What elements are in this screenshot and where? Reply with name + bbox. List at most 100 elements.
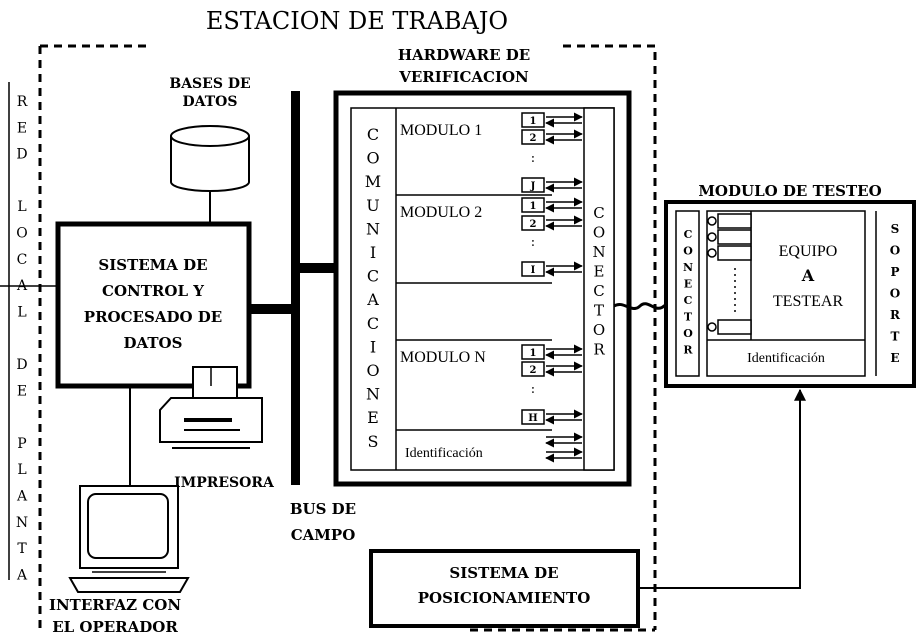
module-n-port-label: H: [528, 413, 537, 424]
comms-letter-5: I: [370, 243, 376, 262]
plant-network-letter-8: L: [17, 304, 26, 320]
support-letter-6: E: [890, 351, 899, 365]
test-cable: [613, 302, 672, 311]
module-1-port-box: [521, 177, 545, 193]
comms-letter-7: A: [366, 290, 379, 309]
hw-connector-letter-5: T: [594, 302, 604, 320]
module-1-port-label: 1: [530, 116, 537, 127]
control-system-line-2: CONTROL Y: [102, 282, 204, 300]
module-2-port-label: 1: [530, 201, 537, 212]
test-connector-letter-3: E: [684, 278, 692, 291]
comms-letter-8: C: [367, 314, 379, 333]
verification-hardware-inner: [350, 107, 615, 471]
equipment-port-box: [717, 245, 752, 261]
field-bus-label-2: CAMPO: [291, 526, 356, 544]
hardware-label-1: HARDWARE DE: [398, 46, 530, 64]
positioning-system-box: [369, 549, 640, 628]
comms-letter-3: U: [366, 196, 379, 215]
plant-network-letter-10: D: [16, 357, 27, 373]
module-2-port-box: [521, 215, 545, 231]
printer-icon: [159, 366, 263, 449]
module-n-port-ellipsis: :: [531, 382, 535, 397]
test-connector-letter-6: O: [683, 327, 693, 340]
test-connector-letter-1: O: [683, 245, 693, 258]
hardware-label-2: VERIFICACION: [398, 68, 529, 86]
comms-letter-13: S: [368, 432, 379, 451]
comms-letter-2: M: [365, 172, 381, 191]
test-module-label: MODULO DE TESTEO: [698, 182, 881, 200]
support-letter-4: R: [890, 308, 901, 322]
plant-network-letter-16: N: [16, 515, 28, 531]
support-letter-1: O: [890, 244, 900, 258]
comms-letter-4: N: [366, 219, 380, 238]
equipment-port-box: [717, 229, 752, 245]
diagram-title: ESTACION DE TRABAJO: [206, 7, 508, 35]
support-letter-2: P: [890, 265, 899, 279]
plant-network-letter-5: O: [16, 226, 27, 242]
test-connector-letter-5: T: [684, 311, 693, 324]
support-letter-0: S: [891, 222, 900, 236]
operator-label-2: EL OPERADOR: [52, 618, 178, 635]
module-2-port-box: [521, 261, 545, 277]
hw-identification-label: Identificación: [405, 446, 483, 461]
hw-connector-letter-4: C: [593, 282, 604, 300]
database-label-1: BASES DE: [169, 76, 250, 92]
plant-network-letter-18: A: [16, 567, 28, 583]
module-1-label: MODULO 1: [400, 122, 482, 139]
plant-network-letter-4: L: [17, 199, 26, 215]
module-n-port-label: 2: [530, 365, 537, 376]
test-connector: [675, 210, 700, 377]
control-system-line-3: PROCESADO DE: [84, 308, 222, 326]
module-n-port-box: [521, 361, 545, 377]
module-1-port-ellipsis: :: [531, 151, 535, 166]
operator-terminal-icon: [68, 485, 190, 593]
hw-connector: [583, 107, 615, 471]
module-1-port-box: [521, 129, 545, 145]
module-n-port-box: [521, 344, 545, 360]
plant-network-letter-2: D: [16, 147, 27, 163]
operator-label-1: INTERFAZ CON: [49, 596, 181, 614]
module-n-port-label: 1: [530, 348, 537, 359]
support-letter-5: T: [891, 330, 900, 344]
test-connector-letter-4: C: [684, 294, 693, 307]
printer-label: IMPRESORA: [174, 475, 275, 491]
control-system-line-1: SISTEMA DE: [98, 256, 207, 274]
database-label-2: DATOS: [183, 94, 238, 110]
equipment-label-1: EQUIPO: [779, 243, 838, 260]
module-1-port-label: 2: [530, 133, 537, 144]
equipment-port-pin: [707, 248, 717, 258]
equipment-ports: [707, 213, 752, 335]
hw-connector-letter-3: E: [594, 263, 605, 281]
comms-letter-6: C: [367, 267, 379, 286]
equipment-port-pin: [707, 216, 717, 226]
equipment-label-3: TESTEAR: [773, 293, 844, 310]
field-bus-label-1: BUS DE: [290, 500, 356, 518]
plant-network-letter-6: C: [17, 252, 28, 268]
test-identification-label: Identificación: [747, 351, 825, 366]
comms-letter-0: C: [367, 125, 379, 144]
module-2-port-label: 2: [530, 219, 537, 230]
module-1-port-label: J: [530, 181, 536, 192]
control-system-line-4: DATOS: [124, 334, 183, 352]
control-to-bus: [249, 304, 292, 314]
module-2-port-label: I: [531, 265, 536, 276]
plant-network-letter-15: A: [16, 489, 28, 505]
hw-connector-letter-7: R: [593, 341, 605, 359]
equipment-label-2: A: [801, 266, 815, 285]
hw-connector-letter-1: O: [593, 224, 605, 242]
equipment-port-box: [717, 319, 752, 335]
plant-network-letter-1: E: [17, 120, 27, 136]
comms-letter-1: O: [366, 149, 379, 168]
bus-to-hardware: [300, 263, 336, 273]
plant-network-letter-13: P: [17, 436, 26, 452]
equipment-port-pin: [707, 322, 717, 332]
test-connector-letter-7: R: [683, 344, 693, 357]
equipment-port-pin: [707, 232, 717, 242]
hw-connector-letter-0: C: [593, 204, 604, 222]
plant-network-letter-17: T: [17, 541, 27, 557]
